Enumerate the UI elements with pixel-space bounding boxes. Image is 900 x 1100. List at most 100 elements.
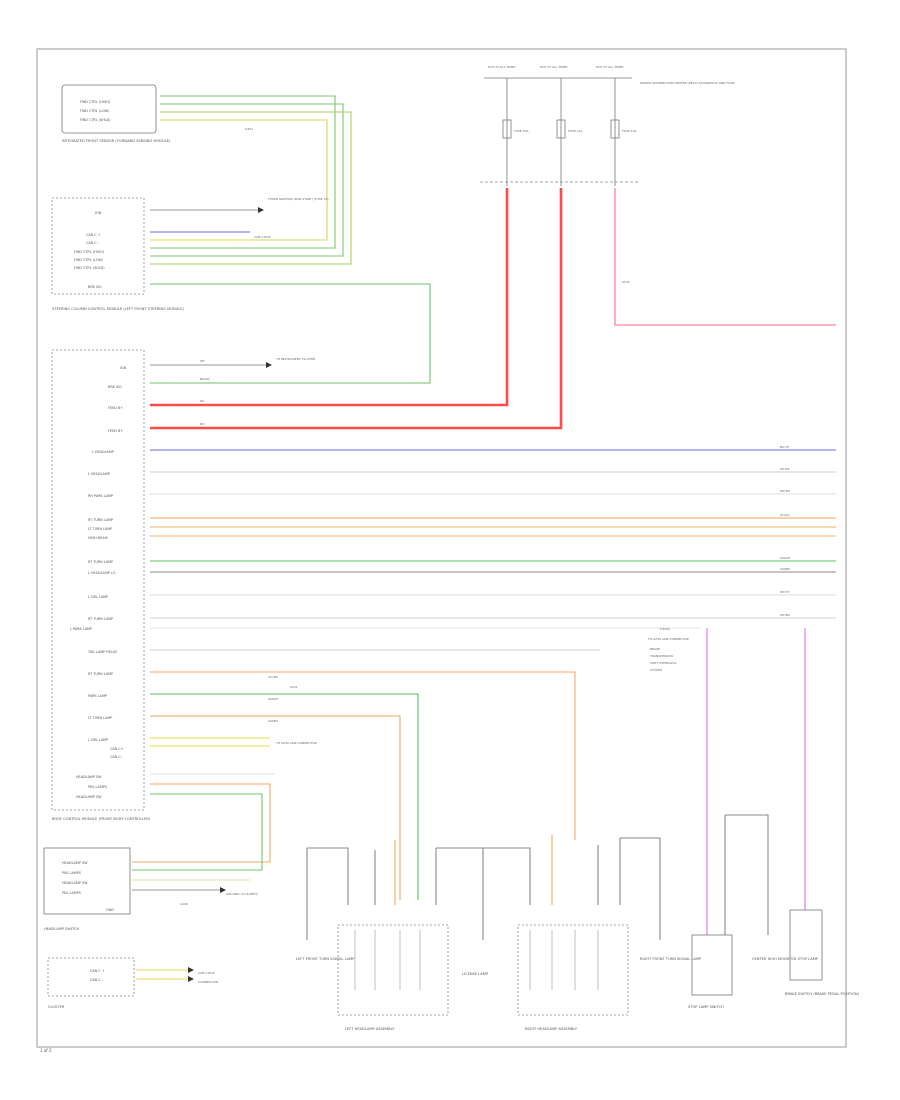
bcm-pin-22: HEADLAMP SW bbox=[76, 775, 102, 779]
splice-s103: S103 bbox=[622, 280, 630, 284]
ground-note: GROUND (TO EARTH) bbox=[226, 892, 258, 896]
left-headlamp-label: LEFT HEADLAMP ASSEMBLY bbox=[345, 1027, 395, 1031]
center-high-label: CENTER HIGH MOUNTED STOP LAMP bbox=[752, 957, 819, 961]
fuse-10a-2 bbox=[610, 119, 620, 139]
front-sensor-label: INTEGRATED FRONT SENSOR (FORWARD SENSING… bbox=[62, 139, 171, 143]
bcm-pin-18: LT TURN LAMP bbox=[88, 716, 112, 720]
wire-code-right-5: GN/WT bbox=[780, 556, 791, 560]
svg-text:CAN C BUS: CAN C BUS bbox=[198, 971, 215, 975]
wire-tag-og: OG/BU bbox=[268, 675, 278, 679]
ign-arrow bbox=[258, 207, 264, 213]
bcm-pin-23: PNL LAMPS bbox=[88, 785, 107, 789]
can-bus-note: CAN C BUS bbox=[254, 235, 271, 239]
left-turn-label: LEFT FRONT TURN SIGNAL LAMP bbox=[296, 957, 355, 961]
bcm-label: BODY CONTROL MODULE (FRONT BODY CONTROLL… bbox=[52, 817, 151, 821]
left-headlamp-assembly: LEFT HEADLAMP ASSEMBLY bbox=[337, 924, 449, 1031]
bcm-pin-15: TAIL LAMP RELAY bbox=[87, 650, 118, 654]
ground-g100: G100 bbox=[180, 902, 188, 906]
cluster: CAN C + CAN C - CLUSTER bbox=[47, 957, 135, 1009]
wire-code-right-7: WT/VT bbox=[780, 590, 790, 594]
fuse-label-1: HOT AT ALL TIMES bbox=[488, 65, 516, 69]
bcm-pin-21: CAN C- bbox=[110, 755, 123, 759]
splice-s201: S201 bbox=[290, 685, 298, 689]
svg-text:FWD CTRL (LOW): FWD CTRL (LOW) bbox=[80, 109, 110, 113]
bcm-pin-13: RT TURN LAMP bbox=[88, 617, 113, 621]
svg-text:CAN C -: CAN C - bbox=[90, 978, 104, 982]
svg-text:SYSTEM: SYSTEM bbox=[650, 668, 662, 672]
svg-text:HEADLAMP SW: HEADLAMP SW bbox=[62, 881, 88, 885]
bcm-pin-19: L DRL LAMP bbox=[88, 738, 108, 742]
bcm-pin-2: FEED B+ bbox=[108, 406, 123, 410]
connector-note: TO DATA LINK CONNECTOR bbox=[647, 637, 689, 641]
cluster-label: CLUSTER bbox=[48, 1005, 65, 1009]
sensor-wire-tag: G201 bbox=[245, 127, 253, 131]
svg-text:HEADLAMP SW: HEADLAMP SW bbox=[62, 861, 88, 865]
fuse-1-rating: FUSE 20A bbox=[514, 129, 529, 133]
fuse-3-rating: FUSE 10A bbox=[622, 129, 637, 133]
front-sensor: FWD CTRL (HIGH) FWD CTRL (LOW) FWD CTRL … bbox=[61, 84, 171, 143]
svg-text:TO DATA LINK CONNECTOR: TO DATA LINK CONNECTOR bbox=[275, 741, 317, 745]
wire-code-right-1: BU/YE bbox=[780, 445, 789, 449]
to-cluster: TO INSTRUMENT CLUSTER bbox=[275, 357, 315, 361]
diagram-frame bbox=[36, 48, 847, 1048]
bcm-pin-3: FEED B+ bbox=[108, 429, 123, 433]
svg-text:FWD CTRL (HIGH): FWD CTRL (HIGH) bbox=[74, 250, 105, 254]
wire-code-right-2: WT/YE bbox=[780, 467, 790, 471]
fuse-10a-1 bbox=[556, 119, 566, 139]
svg-text:BRAKE: BRAKE bbox=[650, 647, 660, 651]
fuse-2-rating: FUSE 10A bbox=[568, 129, 583, 133]
right-headlamp-label: RIGHT HEADLAMP ASSEMBLY bbox=[525, 1027, 578, 1031]
svg-text:BRK SIG: BRK SIG bbox=[88, 285, 102, 289]
fuse-20a bbox=[502, 119, 512, 139]
wire-tag-gnbu: GN/BU bbox=[268, 719, 278, 723]
svg-text:IGN: IGN bbox=[95, 211, 102, 215]
right-headlamp-assembly: RIGHT HEADLAMP ASSEMBLY bbox=[517, 924, 629, 1031]
license-lamp-label: LICENSE LAMP bbox=[462, 972, 489, 976]
svg-text:CONNECTION: CONNECTION bbox=[198, 980, 218, 984]
bcm-output-wires bbox=[150, 449, 836, 629]
headlamp-wires: TO DATA LINK CONNECTOR bbox=[150, 649, 600, 900]
bcm-pin-7: RT TURN LAMP bbox=[88, 518, 113, 522]
bcm-pin-24: HEADLAMP SW bbox=[76, 795, 102, 799]
svg-text:SHIFT INTERLOCK: SHIFT INTERLOCK bbox=[650, 661, 677, 665]
stop-switch-label: STOP LAMP SWITCH bbox=[688, 1005, 724, 1009]
fuse-label-3: HOT AT ALL TIMES bbox=[596, 65, 624, 69]
wire-code-rd-2: RD bbox=[200, 422, 205, 426]
right-turn-label: RIGHT FRONT TURN SIGNAL LAMP bbox=[640, 957, 702, 961]
bcm-pin-9: HIGH BEAM bbox=[88, 536, 108, 540]
body-control-module: IGN BRK SIG FEED B+ FEED B+ L HEADLAMP L… bbox=[51, 349, 151, 821]
wire-code-right-3: WT/BU bbox=[780, 489, 790, 493]
bcm-pin-17: PARK LAMP bbox=[88, 694, 107, 698]
brake-switch-label: BRAKE SWITCH (BRAKE PEDAL POSITION) bbox=[785, 992, 860, 996]
fuse-block: HOT AT ALL TIMES HOT AT ALL TIMES HOT AT… bbox=[480, 65, 735, 186]
svg-text:PNL LAMPS: PNL LAMPS bbox=[62, 891, 81, 895]
bcm-pin-5: L HEADLAMP bbox=[88, 472, 110, 476]
bcm-pin-1: BRK SIG bbox=[108, 385, 122, 389]
wire-code-right-6: GN/BK bbox=[780, 567, 791, 571]
wire-tag-gn: GN/WT bbox=[268, 697, 279, 701]
bcm-pin-6: RH PARK LAMP bbox=[88, 494, 113, 498]
pdc-note: POWER DISTRIBUTION CENTER (RELAY DIAGNOS… bbox=[640, 81, 735, 85]
bcm-pin-16: RT TURN LAMP bbox=[88, 672, 113, 676]
wire-code-bkwt: BK/WT bbox=[200, 377, 210, 381]
bcm-pin-8: LT TURN LAMP bbox=[88, 527, 112, 531]
bcm-pin-0: IGN bbox=[120, 366, 127, 370]
svg-text:FUSED IGNITION (RUN-START) (FU: FUSED IGNITION (RUN-START) (FUSE 31) bbox=[268, 197, 329, 201]
brake-switch: BRAKE SWITCH (BRAKE PEDAL POSITION) bbox=[785, 909, 860, 996]
page-indicator: 1 of 2 bbox=[40, 1048, 52, 1053]
fuse-label-2: HOT AT ALL TIMES bbox=[540, 65, 568, 69]
bcm-pin-20: CAN C+ bbox=[110, 747, 124, 751]
wire-code-right-8: WT/BU bbox=[780, 613, 790, 617]
svg-text:FWD CTRL (HIGH): FWD CTRL (HIGH) bbox=[80, 100, 111, 104]
sensor-wires: G201 bbox=[150, 95, 352, 265]
svg-text:FWD CTRL (SHLD): FWD CTRL (SHLD) bbox=[74, 266, 105, 270]
bcm-pin-4: L HEADLAMP bbox=[92, 450, 114, 454]
svg-text:CAN C +: CAN C + bbox=[86, 233, 101, 237]
bcm-pin-14: L PARK LAMP bbox=[70, 627, 92, 631]
wire-code-wt: WT bbox=[200, 359, 205, 363]
headlamp-switch-label: HEADLAMP SWITCH bbox=[44, 927, 80, 931]
headlamp-switch: HEADLAMP SW PNL LAMPS HEADLAMP SW PNL LA… bbox=[43, 847, 131, 931]
svg-text:FWD CTRL (LOW): FWD CTRL (LOW) bbox=[74, 258, 104, 262]
svg-text:PNL LAMPS: PNL LAMPS bbox=[62, 871, 81, 875]
